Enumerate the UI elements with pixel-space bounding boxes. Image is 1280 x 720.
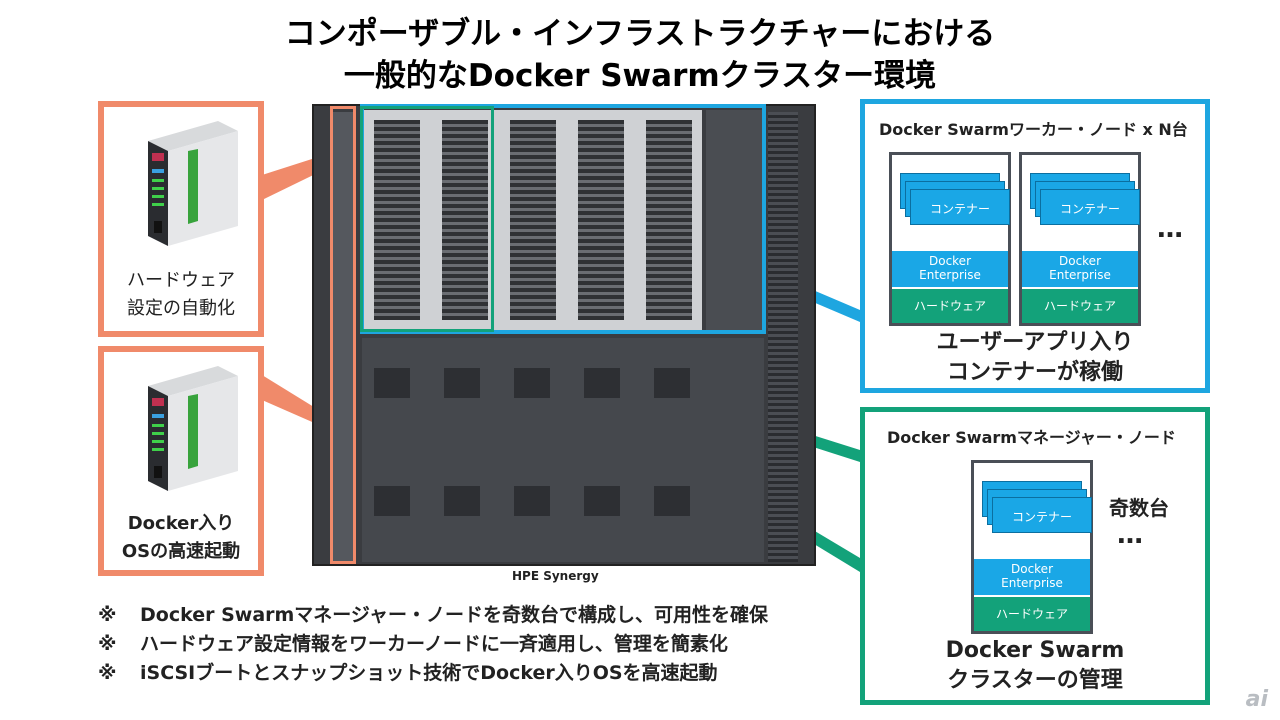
synergy-module-image — [148, 121, 238, 246]
module-grille-5 — [646, 120, 692, 320]
title-line-2: 一般的なDocker Swarmクラスター環境 — [343, 58, 937, 94]
container-stack-front — [910, 189, 1010, 225]
hardware-layer: ハードウェア — [1022, 289, 1138, 323]
frame-link-column — [332, 112, 356, 562]
container-stack-front — [1040, 189, 1140, 225]
module-grille-2 — [442, 120, 488, 320]
bay-handle-4 — [584, 368, 620, 398]
bay-handle-7 — [444, 486, 480, 516]
title-line-1: コンポーザブル・インフラストラクチャーにおける — [284, 16, 996, 52]
hardware-layer: ハードウェア — [892, 289, 1008, 323]
docker-enterprise-layer: Docker Enterprise — [974, 559, 1090, 595]
container-stack-front — [992, 497, 1092, 533]
bay-handle-5 — [654, 368, 690, 398]
container-label: コンテナー — [929, 202, 990, 216]
frame-link-highlight — [330, 106, 356, 564]
callout-hardware-text: ハードウェア 設定の自動化 — [127, 270, 235, 319]
note-3: ※ iSCSIブートとスナップショット技術でDocker入りOSを高速起動 — [98, 658, 718, 685]
manager-panel-title: Docker Swarmマネージャー・ノード — [887, 428, 1176, 447]
manager-count-label: 奇数台 — [1109, 496, 1169, 520]
note-1: ※ Docker Swarmマネージャー・ノードを奇数台で構成し、可用性を確保 — [98, 600, 768, 627]
manager-bottom-label: Docker Swarm クラスターの管理 — [945, 638, 1125, 693]
synergy-module-image-2 — [148, 366, 238, 491]
compute-bays-bottom — [362, 338, 764, 562]
chassis-label: HPE Synergy — [512, 569, 599, 583]
note-mark: ※ — [98, 662, 117, 684]
note-mark: ※ — [98, 604, 117, 626]
bay-handle-3 — [514, 368, 550, 398]
note-mark: ※ — [98, 633, 117, 655]
container-label: コンテナー — [1011, 510, 1072, 524]
callout-hardware-automation: ハードウェア 設定の自動化 — [98, 101, 264, 337]
bay-handle-2 — [444, 368, 480, 398]
module-grille-3 — [510, 120, 556, 320]
manager-panel: Docker Swarmマネージャー・ノード コンテナー Docker Ente… — [860, 407, 1210, 705]
docker-enterprise-layer: Docker Enterprise — [892, 251, 1008, 287]
bay-handle-8 — [514, 486, 550, 516]
bay-handle-6 — [374, 486, 410, 516]
empty-bay — [706, 110, 764, 332]
worker-panel: Docker Swarmワーカー・ノード x N台 コンテナー Docker E… — [860, 99, 1210, 393]
manager-node-highlight — [360, 106, 494, 332]
docker-enterprise-layer: Docker Enterprise — [1022, 251, 1138, 287]
module-grille-1 — [374, 120, 420, 320]
callout-os-boot: Docker入り OSの高速起動 — [98, 346, 264, 576]
right-vent — [768, 112, 798, 562]
callout-os-text: Docker入り OSの高速起動 — [121, 513, 241, 562]
manager-node-card: コンテナー Docker Enterprise ハードウェア — [971, 460, 1093, 634]
hardware-layer: ハードウェア — [974, 597, 1090, 631]
module-grille-4 — [578, 120, 624, 320]
hpe-synergy-chassis — [312, 104, 816, 566]
worker-node-card-1: コンテナー Docker Enterprise ハードウェア — [889, 152, 1011, 326]
bay-handle-10 — [654, 486, 690, 516]
worker-ellipsis: … — [1157, 214, 1185, 244]
worker-panel-title: Docker Swarmワーカー・ノード x N台 — [879, 120, 1188, 139]
manager-ellipsis: … — [1117, 520, 1145, 550]
worker-bottom-label: ユーザーアプリ入り コンテナーが稼働 — [936, 330, 1134, 385]
note-text: Docker Swarmマネージャー・ノードを奇数台で構成し、可用性を確保 — [140, 604, 768, 626]
worker-node-card-2: コンテナー Docker Enterprise ハードウェア — [1019, 152, 1141, 326]
bay-handle-9 — [584, 486, 620, 516]
bay-handle-1 — [374, 368, 410, 398]
note-2: ※ ハードウェア設定情報をワーカーノードに一斉適用し、管理を簡素化 — [98, 629, 728, 656]
note-text: iSCSIブートとスナップショット技術でDocker入りOSを高速起動 — [140, 662, 718, 684]
watermark-logo: ai — [1245, 687, 1268, 712]
note-text: ハードウェア設定情報をワーカーノードに一斉適用し、管理を簡素化 — [140, 633, 728, 655]
container-label: コンテナー — [1059, 202, 1120, 216]
